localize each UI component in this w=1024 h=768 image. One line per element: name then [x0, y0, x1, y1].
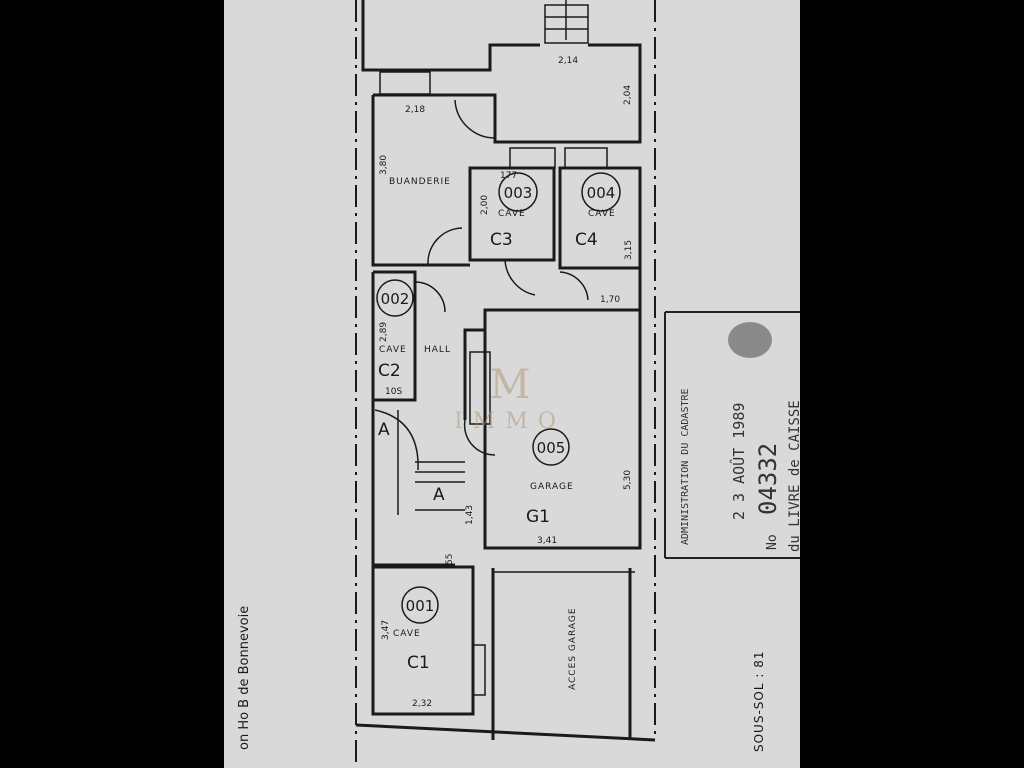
room-code-c4: C4	[575, 230, 598, 250]
walls	[355, 0, 656, 742]
stamp-no-label: No	[765, 534, 780, 550]
dim-g1-depth: 5,30	[623, 470, 633, 490]
dim-c4-depth: 3,15	[624, 240, 634, 260]
dim-stair-width: 1,43	[465, 505, 475, 525]
room-number-circle	[581, 172, 621, 212]
stamp-date: 2 3 AOÛT 1989	[729, 403, 748, 520]
dim-c2-depth: 2,89	[379, 322, 389, 342]
dim-passage-width: 1,70	[600, 295, 620, 305]
stair-marker-a: A	[433, 485, 445, 505]
room-number-c3: 003	[504, 184, 533, 202]
room-number-c4: 004	[587, 184, 616, 202]
room-number-circle	[376, 279, 414, 317]
dim-stair-gap: 55	[445, 554, 455, 565]
room-number-circle	[401, 586, 439, 624]
dim-c3-depth: 2,00	[480, 195, 490, 215]
room-number-circle	[498, 172, 538, 212]
seal-emblem	[728, 322, 772, 358]
dim-top-room-depth: 2,04	[623, 85, 633, 105]
level-label: SOUS-SOL : 81	[752, 651, 766, 752]
stamp-number: 04332	[754, 443, 782, 515]
watermark-logo: M IMMO	[454, 362, 566, 434]
room-type-g1: GARAGE	[530, 482, 574, 492]
dim-g1-width: 3,41	[537, 536, 557, 546]
room-code-g1: G1	[526, 507, 550, 527]
room-number-c2: 002	[381, 290, 410, 308]
room-code-c3: C3	[490, 230, 513, 250]
dim-c2-width: 10S	[385, 387, 402, 397]
label-acces-garage: ACCES GARAGE	[568, 607, 578, 690]
room-number-g1: 005	[537, 439, 566, 457]
room-type-c3: CAVE	[498, 209, 526, 219]
cadastre-stamp: ADMINISTRATION DU CADASTRE 2 3 AOÛT 1989…	[664, 311, 803, 559]
watermark-text: IMMO	[454, 409, 566, 434]
dim-c1-width: 2,32	[412, 699, 432, 709]
room-label-hall: HALL	[424, 345, 451, 355]
room-code-c1: C1	[407, 653, 430, 673]
room-type-c2: CAVE	[379, 345, 407, 355]
room-type-c1: CAVE	[393, 629, 421, 639]
room-number-circle	[532, 428, 570, 466]
street-label: on Ho B de Bonnevoie	[237, 606, 252, 750]
dim-top-room-width: 2,14	[558, 56, 578, 66]
stamp-book: du LIVRE de CAISSE	[787, 400, 803, 552]
stamp-authority: ADMINISTRATION DU CADASTRE	[680, 388, 691, 545]
room-type-c4: CAVE	[588, 209, 616, 219]
dim-buanderie-depth: 3,80	[379, 155, 389, 175]
room-number-c1: 001	[406, 597, 435, 615]
dim-buanderie-width: 2,18	[405, 105, 425, 115]
dim-c1-depth: 3,47	[381, 620, 391, 640]
room-label-buanderie: BUANDERIE	[389, 177, 451, 187]
stair-marker-a: A	[378, 420, 390, 440]
watermark-monogram: M	[490, 362, 531, 408]
room-code-c2: C2	[378, 361, 401, 381]
paper-sheet	[224, 0, 800, 768]
